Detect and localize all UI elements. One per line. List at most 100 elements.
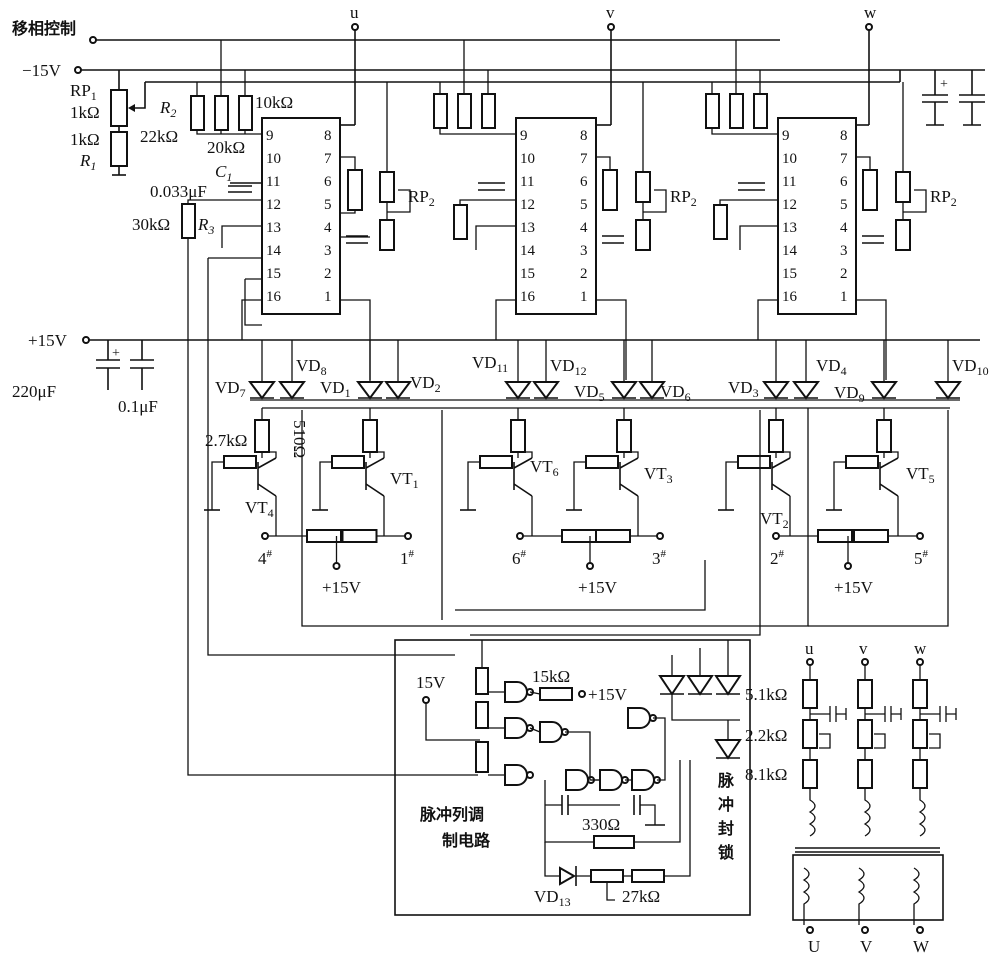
ic2-rp2-wiper bbox=[643, 189, 667, 213]
ic2-resistor bbox=[602, 169, 618, 211]
phase-u-terminal[interactable] bbox=[351, 23, 359, 31]
diode-symbol bbox=[934, 381, 962, 400]
ic3-resistor-b bbox=[895, 219, 911, 251]
pos15-terminal[interactable] bbox=[82, 336, 90, 344]
neg15-terminal[interactable] bbox=[74, 66, 82, 74]
tx-primary-coil bbox=[918, 788, 926, 837]
base-resistor bbox=[223, 455, 257, 469]
base-resistor bbox=[479, 455, 513, 469]
ic-pin-label: 11 bbox=[520, 174, 534, 190]
ic2-resistor-c bbox=[481, 93, 496, 129]
secondary-terminal[interactable] bbox=[806, 926, 814, 934]
ic-pin-label: 10 bbox=[266, 151, 281, 167]
tx-wiper bbox=[929, 733, 941, 749]
secondary-terminal[interactable] bbox=[916, 926, 924, 934]
ic-pin-label: 7 bbox=[324, 151, 332, 167]
stage-wire bbox=[211, 461, 224, 510]
pos15-terminal[interactable] bbox=[332, 562, 341, 570]
tx-resistor-8k1 bbox=[802, 759, 818, 789]
v15-terminal[interactable] bbox=[422, 696, 430, 704]
r3-wire bbox=[187, 199, 262, 204]
ic-pin-label: 14 bbox=[782, 243, 798, 259]
tx-resistor-5k1 bbox=[857, 679, 873, 709]
ic-pin-label: 2 bbox=[840, 266, 848, 282]
ic-pin-label: 16 bbox=[782, 289, 798, 305]
phase-v-terminal[interactable] bbox=[607, 23, 615, 31]
r330-resistor bbox=[593, 835, 635, 849]
phase-terminal[interactable] bbox=[806, 658, 814, 666]
r27k-resistor bbox=[631, 869, 665, 883]
diode-symbol bbox=[384, 381, 412, 400]
r1-value: 1kΩ bbox=[70, 130, 100, 149]
vd11-label: VD11 bbox=[472, 353, 508, 375]
diode-symbol bbox=[504, 381, 532, 400]
output-terminal[interactable] bbox=[261, 532, 269, 540]
tx-cap bbox=[865, 706, 902, 722]
vd13-wires bbox=[544, 760, 691, 877]
stage-wire bbox=[369, 451, 385, 458]
phase-terminal[interactable] bbox=[861, 658, 869, 666]
ic3-rp2-wiper bbox=[903, 189, 927, 213]
phase-w-terminal[interactable] bbox=[865, 23, 873, 31]
transistor-collector bbox=[257, 457, 277, 469]
vd5-label: VD5 bbox=[574, 382, 605, 404]
ic3-rp2 bbox=[895, 171, 911, 203]
rp1-label: RP1 bbox=[70, 81, 97, 103]
transistor-collector bbox=[365, 457, 385, 469]
ic3-bus bbox=[711, 128, 778, 135]
out6-label: 6# bbox=[512, 548, 527, 568]
tx-primary-coil bbox=[808, 788, 816, 837]
diode-symbol bbox=[248, 381, 276, 400]
phase-control-terminal[interactable] bbox=[89, 36, 97, 44]
lock-diode-main bbox=[714, 739, 742, 760]
r-network-bus bbox=[196, 130, 262, 135]
rp1-value: 1kΩ bbox=[70, 103, 100, 122]
r51k-value: 5.1kΩ bbox=[745, 685, 787, 704]
ic-pin-label: 10 bbox=[520, 151, 535, 167]
phase-v-label: v bbox=[606, 3, 615, 22]
r15k-resistor bbox=[539, 687, 573, 701]
diode-symbol bbox=[532, 381, 560, 400]
output-terminal[interactable] bbox=[656, 532, 664, 540]
collector-resistor bbox=[616, 419, 632, 453]
pos15-terminal[interactable] bbox=[586, 562, 594, 570]
tx-top-u: u bbox=[805, 639, 814, 658]
pin7-wire bbox=[340, 156, 356, 170]
ic-pin-label: 6 bbox=[840, 174, 848, 190]
logic-gates bbox=[488, 681, 666, 791]
output-terminal[interactable] bbox=[404, 532, 412, 540]
ic3-resistor bbox=[862, 169, 878, 211]
output-terminal[interactable] bbox=[916, 532, 924, 540]
vd10-label: VD10 bbox=[952, 356, 989, 378]
secondary-terminal[interactable] bbox=[861, 926, 869, 934]
transistor-emitter bbox=[619, 483, 639, 497]
r3-label: R3 bbox=[197, 215, 214, 237]
transistor-emitter bbox=[365, 483, 385, 497]
nand-gate bbox=[539, 721, 563, 743]
pulse-pos15-terminal[interactable] bbox=[578, 690, 586, 698]
pulse-resistor-b bbox=[475, 701, 489, 729]
v15-wire bbox=[425, 703, 480, 741]
tx-resistor-5k1 bbox=[912, 679, 928, 709]
ic2-pin7 bbox=[596, 156, 611, 170]
vt1-label: VT1 bbox=[390, 469, 419, 491]
collector-resistor bbox=[510, 419, 526, 453]
transistor-emitter bbox=[771, 483, 791, 497]
lock-char-3: 封 bbox=[718, 819, 734, 838]
pos15-terminal[interactable] bbox=[844, 562, 852, 570]
stage-wire bbox=[261, 451, 277, 458]
r27k-value: 27kΩ bbox=[622, 887, 660, 906]
r2-value: 22kΩ bbox=[140, 127, 178, 146]
transistor-collector bbox=[619, 457, 639, 469]
r3-value: 30kΩ bbox=[132, 215, 170, 234]
ic-pin-label: 14 bbox=[266, 243, 282, 259]
stage-wire bbox=[883, 451, 899, 458]
stage-wire bbox=[775, 451, 791, 458]
phase-terminal[interactable] bbox=[916, 658, 924, 666]
output-terminal[interactable] bbox=[516, 532, 524, 540]
tx-cap bbox=[920, 706, 957, 722]
pos15-label: +15V bbox=[28, 331, 68, 350]
output-terminal[interactable] bbox=[772, 532, 780, 540]
ic3-pin13-wire bbox=[739, 225, 778, 250]
transformer-columns bbox=[802, 658, 957, 934]
